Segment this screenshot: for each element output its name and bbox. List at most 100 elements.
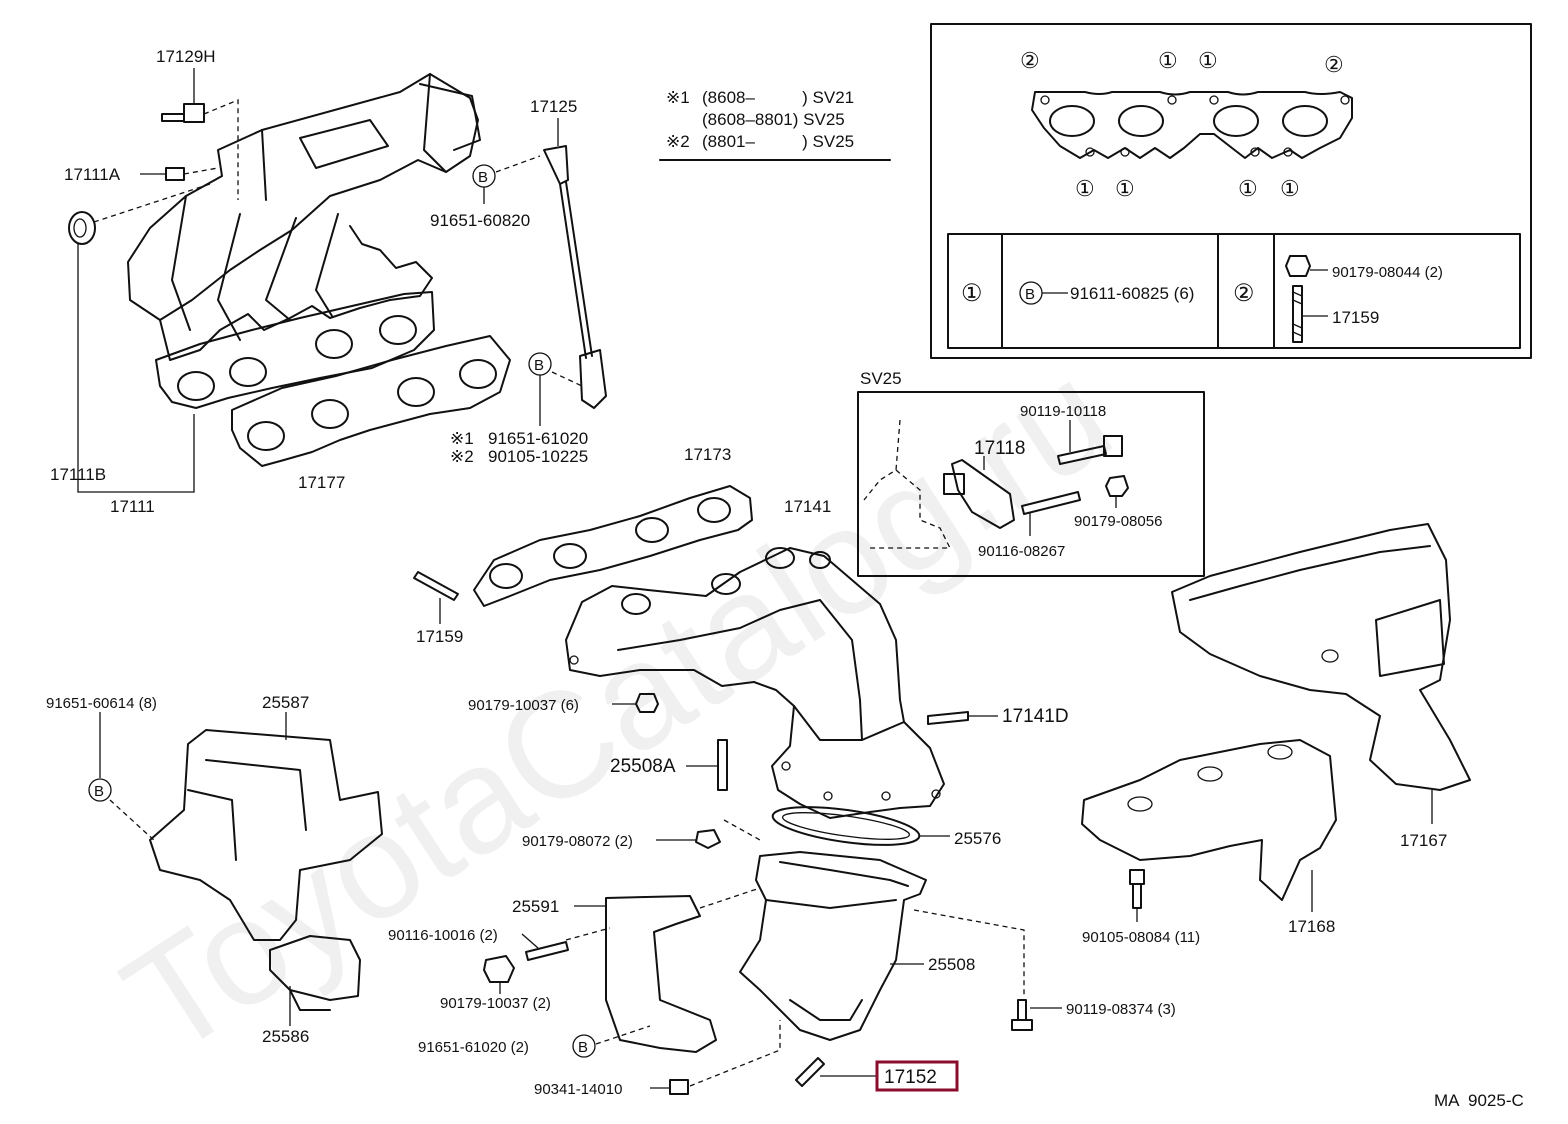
gasket-mark-top-3: ① xyxy=(1198,48,1218,73)
sv25-part-17118: 17118 xyxy=(974,438,1025,459)
label-17141: 17141 xyxy=(784,497,831,516)
sv25-part-90179-08056: 90179-08056 xyxy=(1074,513,1162,530)
sv25-part-90119-10118: 90119-10118 xyxy=(1020,403,1106,420)
label-17159: 17159 xyxy=(416,627,463,646)
gasket-mark-top-2: ① xyxy=(1158,48,1178,73)
label-91651-60820: 91651-60820 xyxy=(430,211,530,230)
exhaust-manifold-17141 xyxy=(565,547,945,819)
stud-17152 xyxy=(795,1057,876,1087)
label-25591: 25591 xyxy=(512,897,559,916)
stud-icon xyxy=(1292,285,1303,343)
label-17111A: 17111A xyxy=(64,165,121,184)
gasket-inset: ② ① ① ② ① ① ① ① ① B 91611-60825 (6) ② 90… xyxy=(930,23,1532,359)
gasket-mark-bottom-3: ① xyxy=(1238,176,1258,201)
bolt-17129H xyxy=(161,68,239,200)
label-91651-60614: 91651-60614 (8) xyxy=(46,695,157,712)
label-17167: 17167 xyxy=(1400,831,1447,850)
legend-line-1: (8608– ) SV21 xyxy=(702,88,854,107)
b-marker-1 xyxy=(472,155,541,204)
gasket-inset-gasket xyxy=(1031,91,1353,159)
gasket-mark-bottom-2: ① xyxy=(1115,176,1135,201)
label-17168: 17168 xyxy=(1288,917,1335,936)
sv25-inset-frame xyxy=(857,391,1205,577)
label-90119-08374: 90119-08374 (3) xyxy=(1066,1001,1176,1018)
label-b-4: B xyxy=(578,1039,588,1056)
label-17111B: 17111B xyxy=(50,465,106,484)
gasket-mark-top-4: ② xyxy=(1324,52,1344,77)
b-marker-2 xyxy=(528,352,583,426)
gasket-25576 xyxy=(771,806,950,846)
table-mark-1: ① xyxy=(961,280,983,307)
label-25508: 25508 xyxy=(928,955,975,974)
oxygen-sensor-17125 xyxy=(543,118,607,409)
label-91651-61020: 91651-61020 xyxy=(488,429,588,448)
nut-90179-08072 xyxy=(656,819,761,849)
label-25586: 25586 xyxy=(262,1027,309,1046)
legend-mark-1: ※1 xyxy=(666,88,690,107)
table-part-17159: 17159 xyxy=(1332,308,1379,327)
gasket-17177 xyxy=(231,335,511,467)
b-marker-4 xyxy=(572,1025,651,1058)
label-91651-61020-2: 91651-61020 (2) xyxy=(418,1039,529,1056)
converter-25508 xyxy=(739,851,1025,1041)
gasket-inset-frame xyxy=(930,23,1532,359)
gasket-mark-bottom-4: ① xyxy=(1280,176,1300,201)
gasket-mark-bottom-1: ① xyxy=(1075,176,1095,201)
sv25-inset xyxy=(857,391,1205,577)
legend-mark-2: ※2 xyxy=(666,132,690,151)
label-b-1: B xyxy=(478,169,488,186)
nut-90179-10037-6 xyxy=(612,693,659,713)
gasket-17173 xyxy=(473,485,753,607)
label-17111: 17111 xyxy=(110,497,155,516)
sv25-title: SV25 xyxy=(860,369,902,388)
sv25-part-90116-08267: 90116-08267 xyxy=(978,543,1065,560)
highlight-box-17152[interactable] xyxy=(875,1060,959,1092)
label-90105-08084: 90105-08084 (11) xyxy=(1082,929,1200,946)
gasket-mark-top-1: ② xyxy=(1020,48,1040,73)
nut-90179-10037-2 xyxy=(483,955,515,994)
label-90116-10016: 90116-10016 (2) xyxy=(388,927,498,944)
label-25587: 25587 xyxy=(262,693,309,712)
legend-line-3: (8801– ) SV25 xyxy=(702,132,854,151)
label-17141D: 17141D xyxy=(1002,706,1069,727)
stud-17141D xyxy=(927,711,998,725)
bracket-25591 xyxy=(574,887,761,1053)
bolt-90119-08374 xyxy=(1011,999,1062,1031)
bolt-90341-14010 xyxy=(650,1020,781,1095)
heat-insulator-17168 xyxy=(1081,739,1337,912)
label-17152[interactable]: 17152 xyxy=(884,1067,937,1088)
label-90179-08072: 90179-08072 (2) xyxy=(522,833,633,850)
gasket-inset-table xyxy=(947,233,1521,349)
table-part-91611-60825: 91611-60825 (6) xyxy=(1070,284,1194,303)
heat-insulator-25586 xyxy=(269,935,361,1026)
heat-insulator-17167 xyxy=(1171,523,1471,824)
table-mark-2: ② xyxy=(1233,280,1255,307)
label-17125: 17125 xyxy=(530,97,577,116)
heat-insulator-25587 xyxy=(109,712,383,941)
label-25576: 25576 xyxy=(954,829,1001,848)
label-90179-10037-2: 90179-10037 (2) xyxy=(440,995,551,1012)
label-17129H: 17129H xyxy=(156,47,216,66)
table-b-mark: B xyxy=(1025,286,1035,303)
ring-17111B xyxy=(68,183,211,493)
label-note-mark-2: ※2 xyxy=(450,447,474,466)
stud-17159 xyxy=(413,571,459,624)
stud-25508A xyxy=(686,739,728,791)
stud-90116-10016 xyxy=(521,927,611,961)
label-note-mark-1: ※1 xyxy=(450,429,474,448)
label-90105-10225: 90105-10225 xyxy=(488,447,588,466)
exhaust-manifold-upper xyxy=(127,73,481,409)
label-17177: 17177 xyxy=(298,473,345,492)
label-25508A: 25508A xyxy=(610,756,676,777)
label-90179-10037-6: 90179-10037 (6) xyxy=(468,697,579,714)
label-b-3: B xyxy=(94,783,104,800)
label-17173: 17173 xyxy=(684,445,731,464)
bolt-90105-08084 xyxy=(1129,869,1145,922)
figure-code: MA 9025-C xyxy=(1434,1091,1524,1110)
label-b-2: B xyxy=(534,357,544,374)
legend-notes: ※1 (8608– ) SV21 (8608–8801) SV25 ※2 (88… xyxy=(659,88,891,161)
label-90341-14010: 90341-14010 xyxy=(534,1081,622,1098)
legend-line-2: (8608–8801) SV25 xyxy=(702,110,845,129)
plug-17111A xyxy=(140,167,219,181)
